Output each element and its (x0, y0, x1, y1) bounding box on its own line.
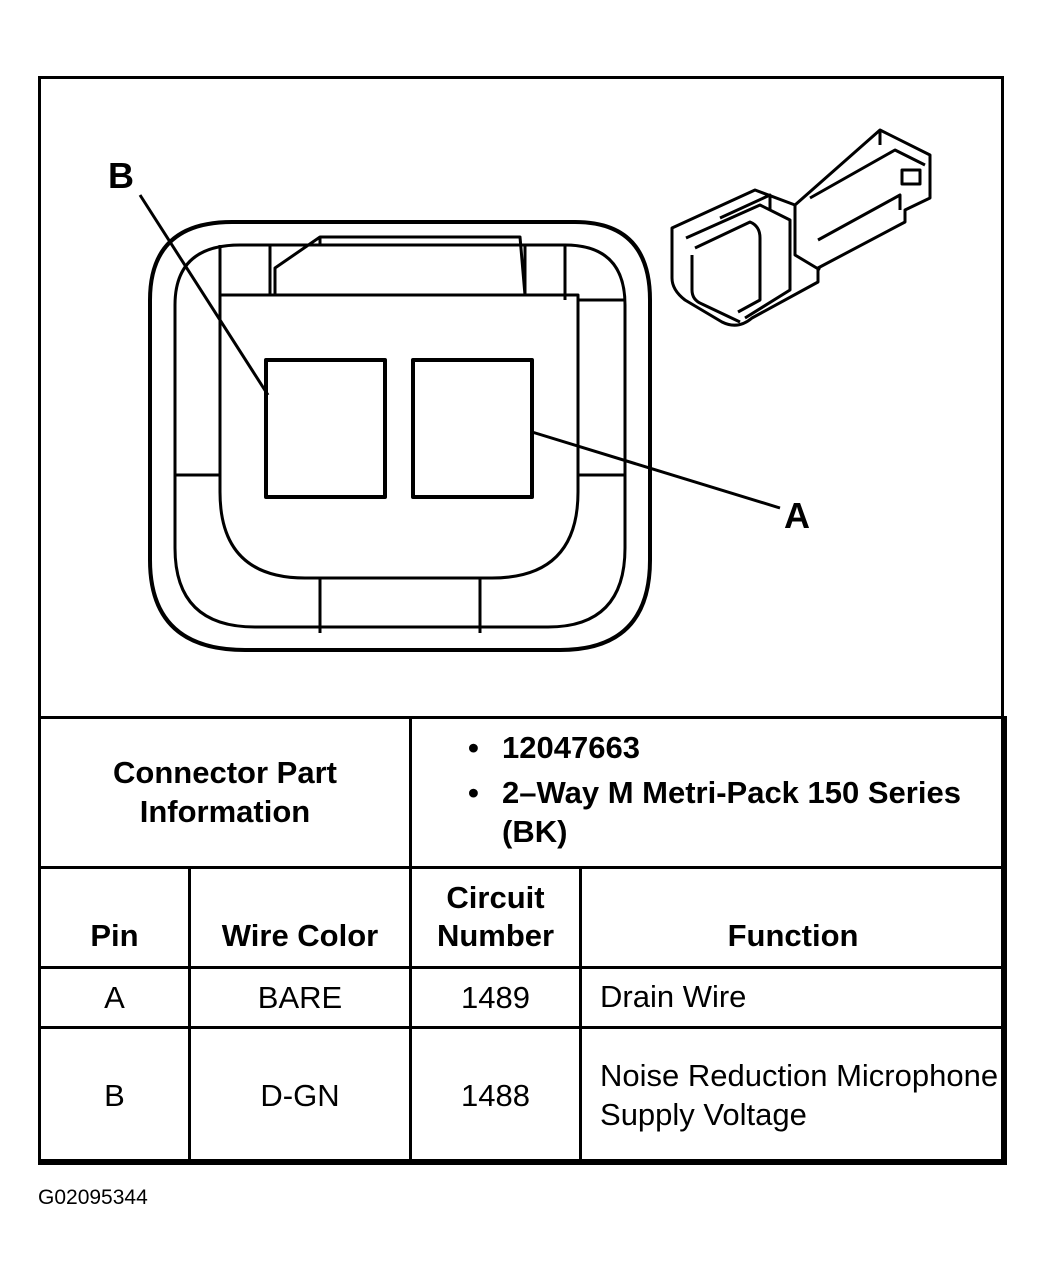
figure-id: G02095344 (38, 1186, 148, 1209)
leader-line-b (138, 194, 270, 396)
table-row: A BARE 1489 Drain Wire (38, 966, 1008, 1029)
connector-part-info-label: Connector Part Information (37, 716, 413, 869)
connector-part-number: 12047663 (468, 729, 1004, 768)
wire-color-cell: BARE (187, 966, 413, 1029)
pin-cell: A (38, 966, 191, 1029)
connector-face-diagram (138, 128, 932, 652)
connector-info-row: Connector Part Information 12047663 2–Wa… (37, 716, 1008, 869)
circuit-number-cell: 1489 (409, 966, 583, 1029)
pin-cell: B (38, 1026, 191, 1165)
header-circuit-number: Circuit Number (409, 866, 583, 969)
cavity-b (264, 358, 387, 499)
header-pin: Pin (38, 866, 191, 969)
connector-description: 2–Way M Metri-Pack 150 Series (BK) (468, 774, 1004, 852)
connector-outer-shell (148, 220, 652, 652)
cavity-a (411, 358, 534, 499)
callout-b: B (108, 155, 134, 196)
header-wire-color: Wire Color (187, 866, 413, 969)
connector-thumbnail (670, 128, 932, 327)
callout-a: A (784, 495, 810, 536)
leader-line-a (531, 430, 781, 510)
function-cell: Drain Wire (579, 966, 1008, 1029)
connector-part-info-list: 12047663 2–Way M Metri-Pack 150 Series (… (409, 716, 1008, 869)
connector-terminal-face (218, 293, 580, 580)
table-header-row: Pin Wire Color Circuit Number Function (38, 866, 1008, 969)
wire-color-cell: D-GN (187, 1026, 413, 1165)
connector-inner-shell (173, 243, 627, 629)
header-function: Function (579, 866, 1008, 969)
table-row: B D-GN 1488 Noise Reduction Microphone S… (38, 1026, 1008, 1165)
circuit-number-cell: 1488 (409, 1026, 583, 1165)
connector-pin-table: Connector Part Information 12047663 2–Wa… (37, 716, 1008, 1165)
function-cell: Noise Reduction Microphone Supply Voltag… (579, 1026, 1008, 1165)
